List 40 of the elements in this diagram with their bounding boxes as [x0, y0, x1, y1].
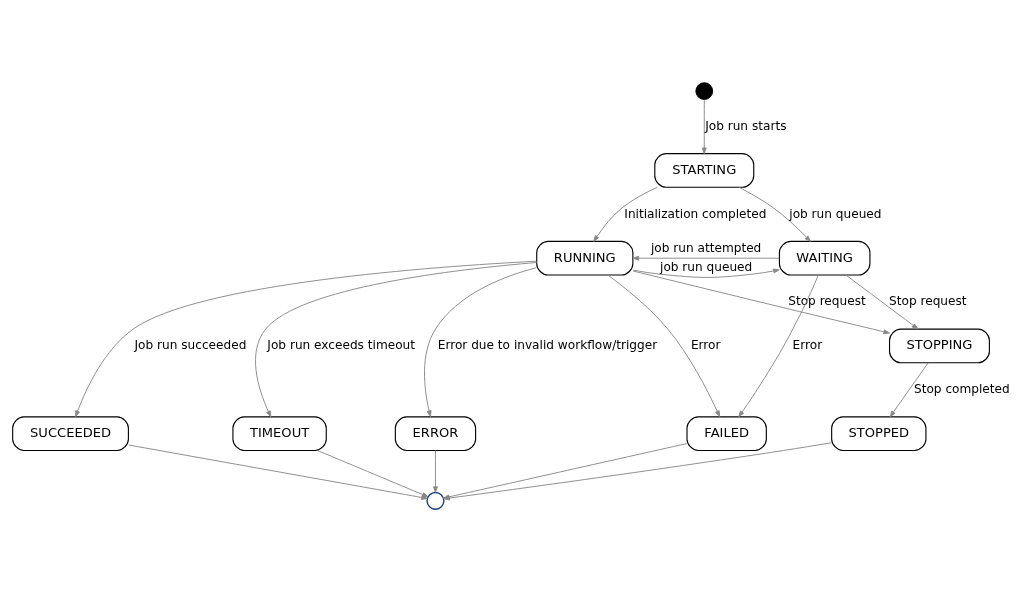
arrow: [632, 270, 890, 334]
arrow: [317, 449, 429, 497]
arrow: [632, 255, 780, 261]
arrow: [632, 268, 780, 278]
node-circle: [695, 81, 714, 100]
node-box: TIMEOUT: [232, 415, 327, 451]
arrow: [75, 260, 537, 417]
arrow: [433, 449, 438, 493]
edge-label: Stop completed: [913, 381, 1010, 396]
edge-label: Job run succeeded: [134, 337, 247, 352]
node-circle: [426, 491, 445, 510]
edge-label: Error: [690, 337, 721, 352]
arrow: [593, 186, 658, 242]
edge-label: Initialization completed: [624, 206, 767, 221]
arrow: [255, 261, 538, 417]
node-box: STOPPING: [888, 328, 990, 363]
arrow: [738, 274, 819, 417]
edge-label: Error: [792, 337, 823, 352]
arrow: [607, 274, 721, 417]
arrow: [845, 274, 919, 329]
edge-label: job run queued: [660, 259, 753, 274]
edge-label: job run attempted: [650, 240, 762, 255]
node-box: WAITING: [778, 240, 871, 276]
arrow: [128, 444, 428, 500]
edge-label: Job run starts: [705, 118, 787, 133]
edge-label: Job run exceeds timeout: [267, 337, 416, 352]
node-box: FAILED: [686, 415, 767, 451]
node-box: SUCCEEDED: [12, 415, 129, 451]
arrow: [424, 266, 537, 417]
arrow: [738, 186, 811, 242]
edge-label: Stop request: [889, 293, 967, 308]
node-box: STOPPED: [831, 415, 927, 451]
edge-label: Stop request: [788, 293, 866, 308]
edge-label: job run queued: [789, 206, 882, 221]
node-box: STARTING: [654, 152, 755, 188]
edge-label: Error due to invalid workflow/trigger: [437, 337, 658, 352]
arrow: [701, 98, 707, 154]
arrow: [889, 362, 929, 417]
node-box: ERROR: [394, 415, 477, 451]
node-box: RUNNING: [536, 240, 634, 276]
